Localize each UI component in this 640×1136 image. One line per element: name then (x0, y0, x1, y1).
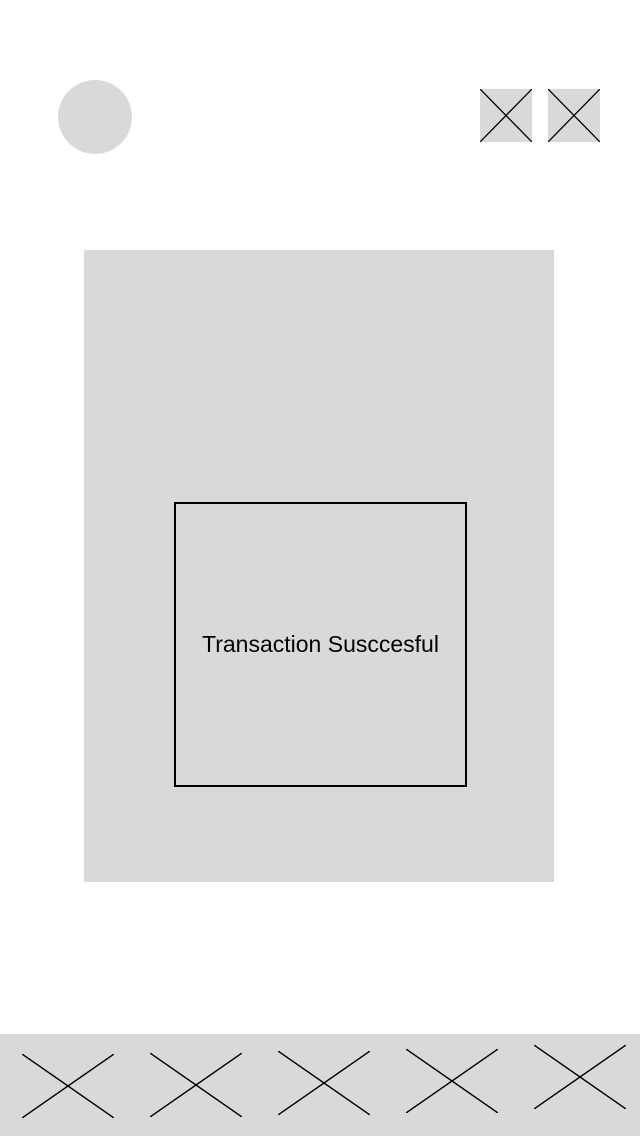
nav-item-1-placeholder-icon[interactable] (22, 1054, 114, 1118)
avatar[interactable] (58, 80, 132, 154)
nav-item-5-placeholder-icon[interactable] (534, 1045, 626, 1109)
nav-item-4-placeholder-icon[interactable] (406, 1049, 498, 1113)
transaction-status-message: Transaction Susccesful (202, 631, 439, 657)
header-action-2-placeholder-icon[interactable] (548, 89, 600, 142)
content-panel: Transaction Susccesful (84, 250, 554, 882)
nav-item-2-placeholder-icon[interactable] (150, 1053, 242, 1117)
transaction-dialog: Transaction Susccesful (174, 502, 467, 787)
nav-item-3-placeholder-icon[interactable] (278, 1051, 370, 1115)
header-action-1-placeholder-icon[interactable] (480, 89, 532, 142)
bottom-nav-bar (0, 1034, 640, 1136)
